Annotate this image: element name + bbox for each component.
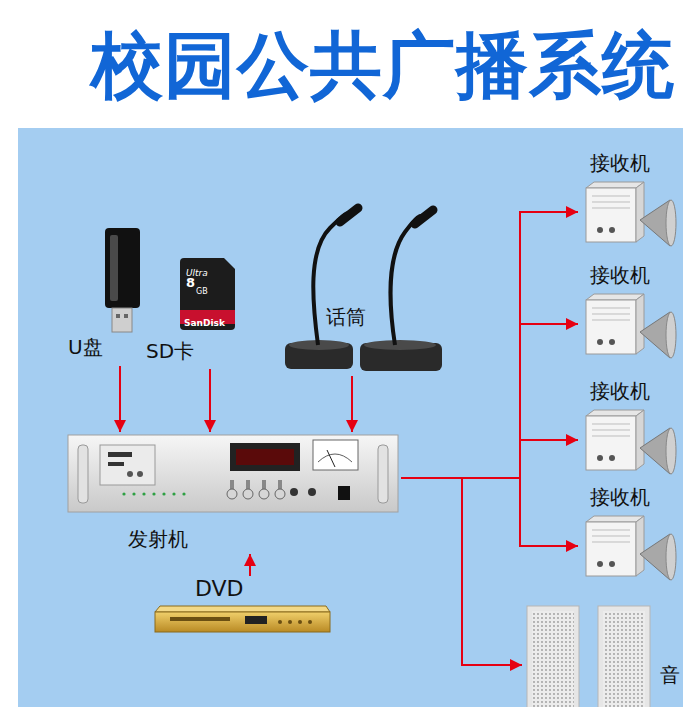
mic-head	[415, 210, 433, 224]
label-holder: 8	[186, 272, 195, 291]
speaker-grille	[532, 611, 574, 707]
dvd-display	[245, 616, 267, 624]
usb-slot	[108, 462, 124, 466]
printed-label: 8	[186, 276, 195, 290]
dvd-body	[155, 612, 330, 632]
text-holder: U盘	[68, 336, 103, 359]
text-holder: 接收机	[590, 152, 650, 175]
speaker-grille	[603, 611, 645, 707]
microphone-node: 话筒	[280, 198, 448, 376]
signal-arrow	[351, 376, 353, 432]
printed-label: GB	[196, 288, 208, 297]
node-label: DVD	[195, 576, 244, 601]
signal-arrow	[249, 554, 251, 576]
vu-meter	[313, 440, 358, 470]
column-speaker	[527, 606, 579, 707]
meter-scale	[318, 454, 352, 462]
signal-arrow	[401, 324, 578, 478]
receiver-unit	[586, 410, 676, 474]
receiver-unit	[586, 516, 676, 580]
printed-label: SanDisk	[184, 319, 225, 329]
module-button	[127, 471, 133, 477]
text-holder: 话筒	[326, 306, 366, 329]
text-holder: 接收机	[590, 264, 650, 287]
dvd-player-node: DVD	[150, 576, 335, 638]
text-holder: 发射机	[128, 528, 188, 551]
node-label: 话筒	[326, 306, 366, 329]
node-label: 发射机	[128, 528, 188, 551]
transmitter-panel	[68, 435, 398, 512]
speaker-node: 音	[522, 600, 683, 707]
text-holder: SD卡	[146, 340, 194, 363]
receiver-unit	[586, 182, 676, 246]
dvd-tray	[170, 617, 230, 621]
transmitter-node: 发射机	[66, 432, 401, 554]
node-label: 接收机	[590, 264, 650, 287]
signal-arrow	[209, 369, 211, 432]
text-holder: DVD	[195, 576, 244, 601]
sd-card-body	[180, 258, 235, 330]
receiver-node: 接收机	[578, 484, 680, 584]
led-display	[230, 443, 300, 471]
node-label: SD卡	[146, 340, 194, 363]
node-label: 接收机	[590, 152, 650, 175]
signal-arrow	[119, 366, 121, 432]
usb-hole	[116, 314, 120, 318]
title-holder: 校园公共广播系统	[91, 24, 675, 107]
mic-base-top	[364, 340, 436, 350]
signal-arrow	[401, 478, 578, 546]
indicator-leds	[122, 492, 185, 495]
column-speaker	[598, 606, 650, 707]
module-button	[137, 471, 143, 477]
mic-head	[340, 208, 358, 222]
node-label: 接收机	[590, 380, 650, 403]
meter-needle	[327, 450, 335, 467]
signal-arrow	[401, 212, 578, 478]
signal-arrow	[401, 440, 578, 478]
usb-hole	[124, 314, 128, 318]
diagram-title: 校园公共广播系统	[91, 24, 675, 107]
usb-body	[105, 228, 140, 308]
signal-arrow	[401, 478, 522, 665]
node-label: U盘	[68, 336, 103, 359]
sd-card-node: SD卡Ultra8GBSanDisk	[142, 254, 242, 369]
node-label: 音	[660, 664, 680, 687]
card-slot	[108, 452, 132, 457]
receiver-unit	[586, 294, 676, 358]
text-holder: 接收机	[590, 486, 650, 509]
text-holder: 音	[660, 664, 680, 687]
power-switch	[338, 486, 350, 500]
node-label: 接收机	[590, 486, 650, 509]
dvd-top	[155, 606, 330, 612]
led-digits	[236, 449, 294, 465]
receiver-node: 接收机	[578, 262, 680, 362]
media-module	[100, 445, 155, 485]
dvd-buttons	[278, 620, 312, 624]
rack-handle	[78, 445, 88, 503]
label-holder: GB	[196, 279, 208, 298]
panel-ground	[18, 128, 683, 707]
usb-plug	[112, 308, 132, 332]
receiver-node: 接收机	[578, 150, 680, 250]
rack-handle	[378, 445, 388, 503]
control-knobs	[227, 480, 316, 499]
mic-neck	[391, 215, 425, 345]
usb-drive-node: U盘	[62, 224, 147, 366]
usb-highlight	[110, 235, 118, 301]
label-holder: SanDisk	[184, 311, 225, 330]
receiver-node: 接收机	[578, 378, 680, 478]
text-holder: 接收机	[590, 380, 650, 403]
